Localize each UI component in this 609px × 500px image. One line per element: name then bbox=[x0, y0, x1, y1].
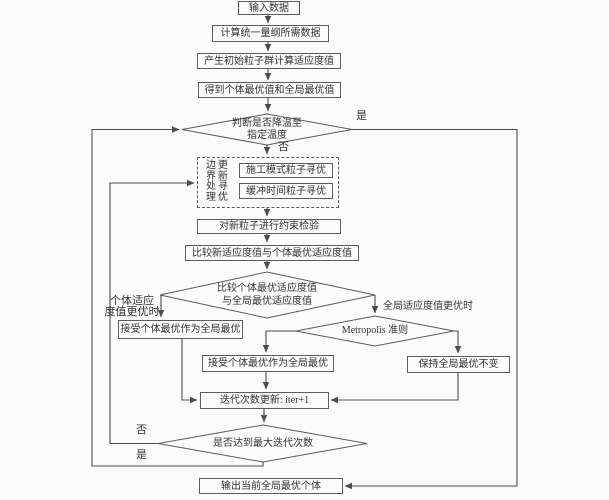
decision-compare-best-line1: 比较个体最优适应度值 bbox=[217, 283, 317, 294]
edge-max-iter-yes-to-temp bbox=[91, 126, 264, 467]
node-mode-search: 施工模式粒子寻优 bbox=[239, 163, 333, 178]
node-get-best: 得到个体最优值和全局最优值 bbox=[198, 82, 341, 98]
label-temp-yes: 是 bbox=[356, 110, 367, 122]
node-unify-dimension: 计算统一量纲所需数据 bbox=[212, 25, 329, 42]
decision-temperature-line1: 判断是否降温至 bbox=[232, 117, 302, 129]
decision-compare-best-line2: 与全局最优适应度值 bbox=[222, 296, 312, 307]
decision-max-iteration-text: 是否达到最大迭代次数 bbox=[193, 437, 333, 450]
label-individual-better: 个体适应 度值更优时 bbox=[101, 296, 163, 318]
decision-metropolis-text: Metropolis 准则 bbox=[305, 324, 445, 338]
node-keep-global: 保持全局最优不变 bbox=[407, 356, 510, 373]
edge-keep-global-to-iteration bbox=[330, 372, 459, 404]
node-accept-individual-label: 接受个体最优作为全局最优 bbox=[120, 324, 241, 335]
label-individual-better-line2: 度值更优时 bbox=[104, 306, 160, 318]
decision-metropolis-shape bbox=[295, 315, 455, 347]
node-init-swarm: 产生初始粒子群计算适应度值 bbox=[197, 53, 341, 69]
node-iteration-update: 迭代次数更新: iter+1 bbox=[200, 392, 329, 409]
node-compare-new-fitness: 比较新适应度值与个体最优适应度值 bbox=[185, 245, 359, 261]
node-keep-global-label: 保持全局最优不变 bbox=[418, 359, 499, 370]
label-max-iter-yes: 是 bbox=[136, 449, 147, 461]
group-vertical-label-update: 更新寻优 bbox=[218, 160, 228, 203]
node-output-label: 输出当前全局最优个体 bbox=[221, 480, 321, 492]
group-update-search bbox=[197, 157, 339, 208]
decision-temperature-line2: 指定温度 bbox=[247, 129, 287, 141]
label-individual-better-line1: 个体适应 bbox=[110, 295, 154, 307]
node-input: 输入数据 bbox=[238, 1, 300, 15]
group-vertical-label-boundary: 边界处理 bbox=[206, 160, 216, 203]
label-global-better: 全局适应度值更优时 bbox=[383, 301, 473, 312]
node-compare-new-label: 比较新适应度值与个体最优适应度值 bbox=[192, 247, 352, 259]
node-best-label: 得到个体最优值和全局最优值 bbox=[204, 84, 335, 96]
decision-max-iteration-label: 是否达到最大迭代次数 bbox=[213, 437, 313, 449]
edge-metropolis-to-accept-global bbox=[262, 330, 296, 353]
decision-compare-best-shape bbox=[159, 271, 376, 319]
node-accept-global-label: 接受个体最优作为全局最优 bbox=[208, 358, 328, 369]
label-max-iter-no: 否 bbox=[136, 424, 147, 436]
node-accept-global: 接受个体最优作为全局最优 bbox=[202, 355, 334, 372]
node-input-label: 输入数据 bbox=[249, 2, 289, 14]
node-mode-search-label: 施工模式粒子寻优 bbox=[246, 165, 326, 176]
node-iteration-label: 迭代次数更新: iter+1 bbox=[219, 395, 310, 406]
decision-temperature-text: 判断是否降温至 指定温度 bbox=[197, 116, 337, 143]
decision-compare-best-text: 比较个体最优适应度值 与全局最优适应度值 bbox=[177, 281, 357, 309]
decision-metropolis-label: Metropolis 准则 bbox=[341, 325, 409, 336]
node-buffer-search-label: 缓冲时间粒子寻优 bbox=[246, 185, 326, 197]
node-constraint-check: 对新粒子进行约束检验 bbox=[197, 219, 341, 234]
label-temp-no: 否 bbox=[278, 141, 289, 153]
node-accept-individual: 接受个体最优作为全局最优 bbox=[118, 320, 243, 339]
node-init-label: 产生初始粒子群计算适应度值 bbox=[204, 55, 334, 67]
node-constraint-label: 对新粒子进行约束检验 bbox=[219, 221, 319, 232]
edge-temp-yes-to-output bbox=[344, 128, 518, 490]
node-buffer-search: 缓冲时间粒子寻优 bbox=[239, 183, 333, 199]
edge-metropolis-to-keep-global bbox=[454, 330, 462, 354]
node-unify-label: 计算统一量纲所需数据 bbox=[220, 28, 321, 39]
node-output: 输出当前全局最优个体 bbox=[199, 478, 343, 494]
edge-accept-individual-to-iteration bbox=[181, 338, 198, 404]
edge-max-iter-no-to-group bbox=[109, 179, 195, 445]
